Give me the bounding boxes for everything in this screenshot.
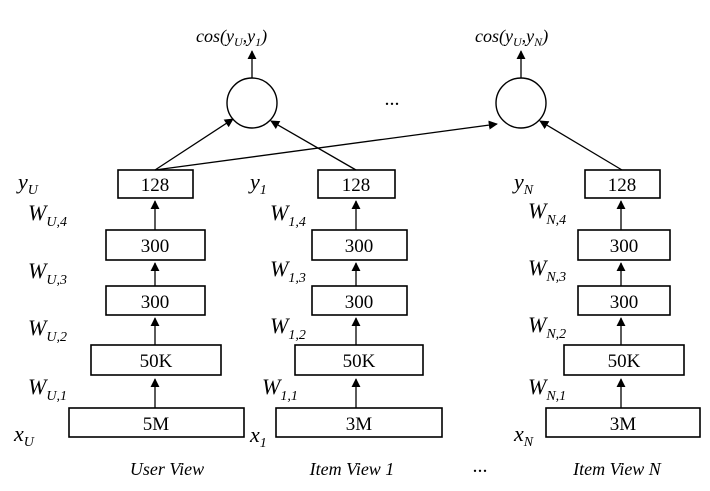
weight-label-4: WN,4 — [528, 198, 566, 228]
weight-label-3: W1,3 — [270, 256, 306, 286]
layer-box-hidden-2 — [311, 285, 408, 316]
layer-label-hidden-2: 300 — [610, 292, 639, 313]
input-label: xN — [513, 421, 534, 450]
layer-label-output: 128 — [141, 175, 170, 196]
layer-box-output — [317, 169, 396, 199]
output-label: y1 — [248, 169, 267, 198]
tower-user-view: 5M 50K 300 300 128 xU WU,1 WU,2 WU,3 WU,… — [13, 169, 245, 479]
tower-item-view-1: 3M 50K 300 300 128 x1 W1,1 W1,2 W1,3 W1,… — [248, 169, 443, 479]
layer-label-hidden-1: 50K — [343, 351, 376, 372]
edge-user-to-cosn — [154, 120, 498, 171]
layer-box-hidden-3 — [105, 229, 206, 261]
weight-label-1: W1,1 — [262, 374, 298, 404]
weight-label-2: W1,2 — [270, 313, 306, 343]
weight-label-2: WU,2 — [28, 315, 67, 345]
layer-box-input — [545, 407, 701, 438]
layer-label-input: 5M — [143, 414, 170, 435]
similarity-label: cos(yU,y1) — [196, 26, 267, 49]
layer-box-input — [68, 407, 245, 438]
similarity-label: cos(yU,yN) — [475, 26, 548, 49]
tower-item-view-n: 3M 50K 300 300 128 xN WN,1 WN,2 WN,3 WN,… — [512, 169, 701, 479]
tower-caption: Item View N — [572, 459, 662, 479]
cosine-node-circle — [495, 77, 547, 129]
layer-label-hidden-3: 300 — [141, 236, 170, 257]
tower-caption: Item View 1 — [309, 459, 395, 479]
layer-box-hidden-1 — [563, 344, 685, 376]
input-label: x1 — [249, 422, 267, 451]
layer-box-hidden-3 — [577, 229, 671, 261]
ellipsis-similarities: ... — [385, 88, 400, 110]
similarity-node-n: cos(yU,yN) — [475, 26, 548, 129]
layer-box-output — [584, 169, 661, 199]
layer-label-hidden-3: 300 — [610, 236, 639, 257]
layer-box-input — [275, 407, 443, 438]
weight-label-3: WU,3 — [28, 258, 67, 288]
layer-box-hidden-1 — [90, 344, 222, 376]
layer-label-output: 128 — [608, 175, 637, 196]
layer-box-hidden-3 — [311, 229, 408, 261]
layer-label-hidden-1: 50K — [608, 351, 641, 372]
output-label: yN — [512, 169, 534, 198]
output-label: yU — [16, 169, 39, 198]
weight-label-4: WU,4 — [28, 200, 67, 230]
layer-label-input: 3M — [610, 414, 637, 435]
input-label: xU — [13, 421, 35, 450]
weight-label-4: W1,4 — [270, 200, 306, 230]
layer-label-hidden-2: 300 — [141, 292, 170, 313]
weight-label-1: WN,1 — [528, 374, 566, 404]
edge-itemn-to-cosn — [539, 120, 623, 171]
weight-label-2: WN,2 — [528, 312, 566, 342]
weight-label-1: WU,1 — [28, 374, 67, 404]
weight-label-3: WN,3 — [528, 255, 566, 285]
layer-label-hidden-1: 50K — [140, 351, 173, 372]
ellipsis-towers: ... — [473, 455, 488, 477]
similarity-node-1: cos(yU,y1) — [196, 26, 278, 129]
edge-user-to-cos1 — [154, 118, 234, 171]
edge-item1-to-cos1 — [270, 120, 357, 171]
layer-box-hidden-2 — [577, 285, 671, 316]
cosine-node-circle — [226, 77, 278, 129]
layer-label-hidden-2: 300 — [345, 292, 374, 313]
layer-box-hidden-1 — [294, 344, 424, 376]
layer-label-input: 3M — [346, 414, 373, 435]
layer-label-output: 128 — [342, 175, 371, 196]
layer-label-hidden-3: 300 — [345, 236, 374, 257]
tower-caption: User View — [130, 459, 204, 479]
